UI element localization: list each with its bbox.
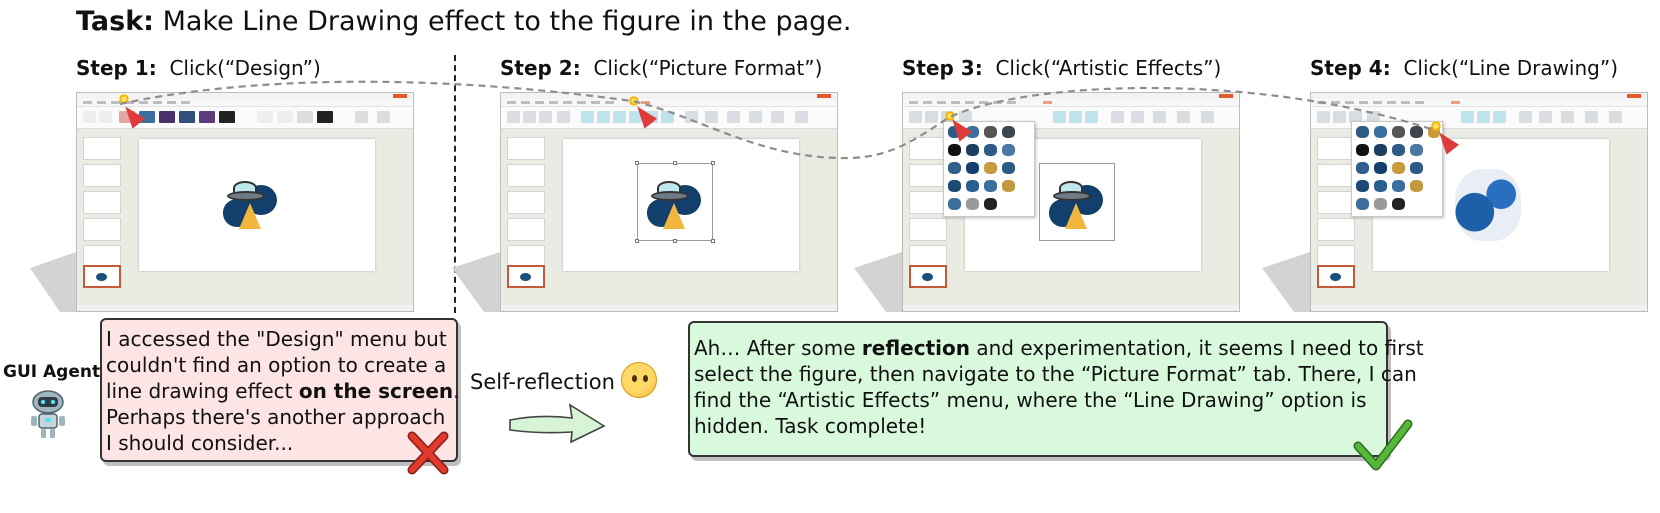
- selected-thumbnail[interactable]: [507, 265, 545, 288]
- success-reasoning-bubble: Ah… After some reflection and experiment…: [688, 321, 1424, 457]
- screenshot-step-1: [76, 92, 414, 312]
- thinking-face-icon: [621, 362, 657, 398]
- ribbon-tabs: [1311, 99, 1647, 107]
- share-button: [1627, 94, 1641, 98]
- shape-format-ribbon: [501, 107, 837, 129]
- failed-line-3-emphasis: on the screen: [298, 379, 454, 403]
- step-1-action: Click(“Design”): [169, 56, 321, 80]
- step-3-number: Step 3:: [902, 56, 983, 80]
- step-2-label: Step 2: Click(“Picture Format”): [500, 56, 822, 80]
- step-4-label: Step 4: Click(“Line Drawing”): [1310, 56, 1618, 80]
- step-2-number: Step 2:: [500, 56, 581, 80]
- success-line-3: find the “Artistic Effects” menu, where …: [694, 388, 1367, 412]
- task-title: Task: Make Line Drawing effect to the fi…: [76, 6, 851, 37]
- status-bar: [903, 305, 1239, 311]
- slide-canvas: [563, 139, 799, 271]
- task-text: Make Line Drawing effect to the figure i…: [153, 6, 852, 37]
- task-prefix: Task:: [76, 6, 154, 37]
- ufo-figure[interactable]: [643, 177, 707, 237]
- ufo-figure[interactable]: [219, 177, 283, 237]
- screenshot-step-2: [500, 92, 838, 312]
- status-bar: [501, 305, 837, 311]
- success-line-1-emphasis: reflection: [861, 336, 970, 360]
- failed-line-3-end: .: [453, 379, 460, 403]
- selected-thumbnail[interactable]: [1317, 265, 1355, 288]
- success-line-1: Ah… After some reflection and experiment…: [694, 335, 1424, 361]
- slide-canvas: [139, 139, 375, 271]
- share-button: [393, 94, 407, 98]
- step-4-number: Step 4:: [1310, 56, 1391, 80]
- ufo-figure[interactable]: [1045, 177, 1109, 237]
- slide-thumbnails: [1317, 137, 1355, 272]
- step-3-action: Click(“Artistic Effects”): [995, 56, 1222, 80]
- step-4-action: Click(“Line Drawing”): [1403, 56, 1619, 80]
- artistic-effects-gallery[interactable]: [1351, 121, 1443, 217]
- selected-thumbnail[interactable]: [83, 265, 121, 288]
- slide-thumbnails: [83, 137, 121, 272]
- selection-box[interactable]: [1039, 163, 1115, 241]
- share-button: [817, 94, 831, 98]
- failed-line-4: Perhaps there's another approach: [106, 405, 446, 429]
- step-3-label: Step 3: Click(“Artistic Effects”): [902, 56, 1221, 80]
- failed-line-3: line drawing effect on the screen.: [106, 378, 459, 404]
- failed-line-3-text: line drawing effect: [106, 379, 299, 403]
- success-line-2: select the figure, then navigate to the …: [694, 362, 1417, 386]
- share-button: [1219, 94, 1233, 98]
- self-reflection-label: Self-reflection: [470, 370, 615, 394]
- screenshot-step-4: [1310, 92, 1648, 312]
- agent-label: GUI Agent: [3, 362, 101, 382]
- slide-thumbnails: [909, 137, 947, 272]
- failed-line-2: couldn't find an option to create a: [106, 353, 447, 377]
- line-drawing-figure[interactable]: [1455, 169, 1521, 241]
- status-bar: [1311, 305, 1647, 311]
- failed-reasoning-bubble: I accessed the "Design" menu but couldn'…: [100, 318, 459, 462]
- step-2-action: Click(“Picture Format”): [593, 56, 823, 80]
- failed-line-1: I accessed the "Design" menu but: [106, 327, 447, 351]
- robot-icon: [31, 390, 65, 438]
- ribbon-tabs: [903, 99, 1239, 107]
- failed-line-5: I should consider...: [106, 431, 294, 455]
- success-line-4: hidden. Task complete!: [694, 414, 927, 438]
- step-1-label: Step 1: Click(“Design”): [76, 56, 321, 80]
- slide-thumbnails: [507, 137, 545, 272]
- ribbon-tabs: [501, 99, 837, 107]
- selection-box[interactable]: [635, 161, 715, 243]
- status-bar: [77, 305, 413, 311]
- step-divider: [454, 55, 456, 313]
- success-line-1-end: and experimentation, it seems I need to …: [969, 336, 1424, 360]
- title-bar: [1311, 93, 1647, 99]
- success-line-1-text: Ah… After some: [694, 336, 862, 360]
- selected-thumbnail[interactable]: [909, 265, 947, 288]
- step-1-number: Step 1:: [76, 56, 157, 80]
